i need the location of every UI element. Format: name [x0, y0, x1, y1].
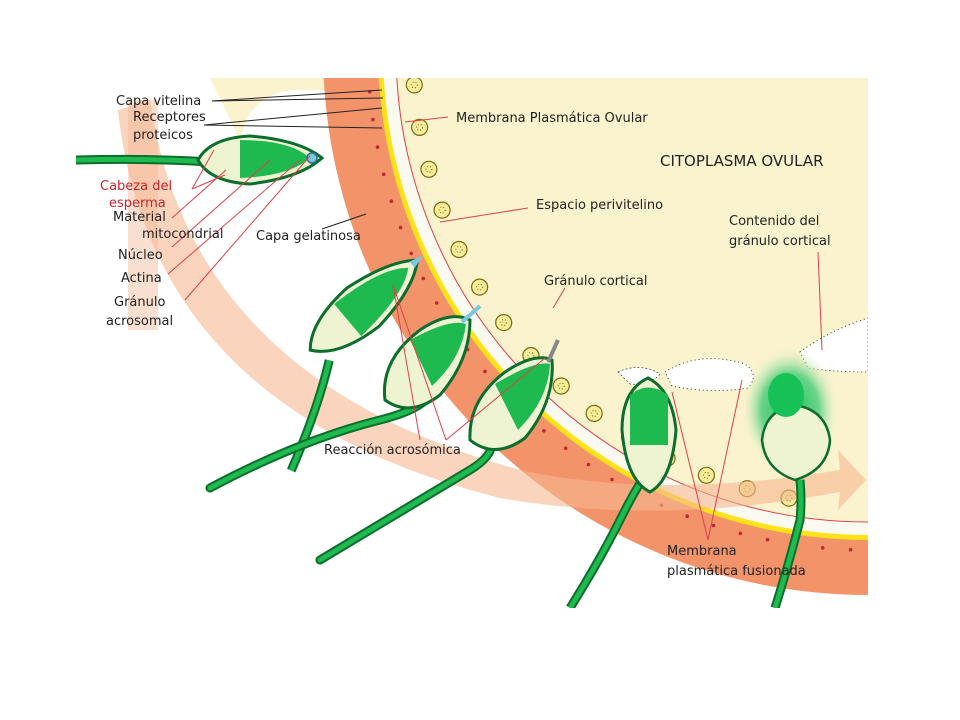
- sperm-approaching: [287, 255, 424, 473]
- label-cabeza-2: esperma: [109, 196, 166, 211]
- cortical-granule: [450, 240, 468, 259]
- receptor-dot: [586, 462, 591, 467]
- cortical-granule: [697, 466, 716, 484]
- receptor-dot: [381, 172, 386, 177]
- label-cabeza-1: Cabeza del: [100, 179, 172, 194]
- receptor-dot: [685, 514, 689, 518]
- receptor-dot: [409, 251, 414, 256]
- receptor-dot: [483, 369, 487, 374]
- cortical-granule: [433, 201, 451, 219]
- sperm-penetrating: [315, 339, 560, 565]
- cortical-granule: [471, 278, 489, 296]
- sperm-acrosome-reacting: [205, 304, 482, 493]
- label-receptores-1: Receptores: [133, 110, 206, 125]
- progress-arrow: [118, 100, 866, 511]
- receptor-dot: [563, 446, 568, 451]
- label-contenido-1: Contenido del: [729, 214, 819, 229]
- cortical-granule-dots: [590, 409, 598, 417]
- receptor-dot: [371, 117, 375, 122]
- cortical-granule-dots: [557, 382, 565, 390]
- cortical-granule-dots: [438, 206, 446, 214]
- cortical-granule-dots: [500, 319, 508, 327]
- label-receptores-2: proteicos: [133, 128, 193, 143]
- label-membrana-ovular: Membrana Plasmática Ovular: [456, 111, 648, 126]
- pointer-lines: [167, 89, 823, 541]
- label-material-2: mitocondrial: [142, 227, 223, 242]
- label-capa-gelatinosa: Capa gelatinosa: [256, 229, 361, 244]
- sperm-fused: [742, 348, 838, 608]
- label-granulo-cortical: Gránulo cortical: [544, 274, 647, 289]
- sperm-fusing: [566, 376, 678, 608]
- receptor-dot: [398, 225, 403, 230]
- label-granulo-acro-1: Gránulo: [114, 295, 165, 310]
- cortical-granule-dots: [410, 81, 418, 89]
- cortical-granule-dots: [425, 165, 433, 173]
- label-membrana-fus-1: Membrana: [667, 544, 737, 559]
- cortical-granule: [585, 404, 603, 422]
- cortical-granule: [420, 160, 438, 178]
- label-membrana-fus-2: plasmática fusionada: [667, 564, 806, 579]
- cortical-granule-dots: [476, 283, 484, 291]
- receptor-dot: [389, 199, 394, 203]
- label-material-1: Material: [113, 210, 166, 225]
- cortical-granule-dots: [527, 352, 535, 360]
- cortical-granule-dots: [702, 471, 710, 479]
- receptor-dot: [542, 429, 546, 433]
- granule-contents-released: [617, 317, 868, 392]
- cortical-granule-dots: [416, 123, 424, 131]
- label-capa-vitelina: Capa vitelina: [116, 94, 201, 109]
- receptor-dot: [711, 523, 716, 528]
- receptor-dot: [848, 547, 853, 552]
- sperm-intact: [76, 134, 325, 186]
- receptor-dot: [434, 301, 439, 305]
- label-granulo-acro-2: acrosomal: [106, 314, 173, 329]
- diagram-labels: Capa vitelina Receptores proteicos Cabez…: [100, 94, 831, 579]
- label-reaccion: Reacción acrosómica: [324, 443, 461, 458]
- cortical-granule-dots: [455, 246, 463, 253]
- cortical-granule: [495, 314, 513, 332]
- label-citoplasma: CITOPLASMA OVULAR: [660, 152, 824, 170]
- cortical-granule: [552, 377, 570, 395]
- label-contenido-2: gránulo cortical: [729, 234, 831, 249]
- receptor-dot: [421, 276, 426, 281]
- receptor-dot: [738, 531, 743, 536]
- label-espacio: Espacio perivitelino: [536, 198, 663, 213]
- receptor-dot: [375, 145, 380, 149]
- receptor-dot: [765, 538, 770, 542]
- receptor-dot: [610, 477, 614, 482]
- label-actina: Actina: [121, 271, 162, 286]
- cortical-granule: [405, 78, 423, 94]
- label-nucleo: Núcleo: [118, 248, 163, 263]
- receptor-dot: [820, 546, 825, 550]
- cortical-granule: [411, 118, 429, 137]
